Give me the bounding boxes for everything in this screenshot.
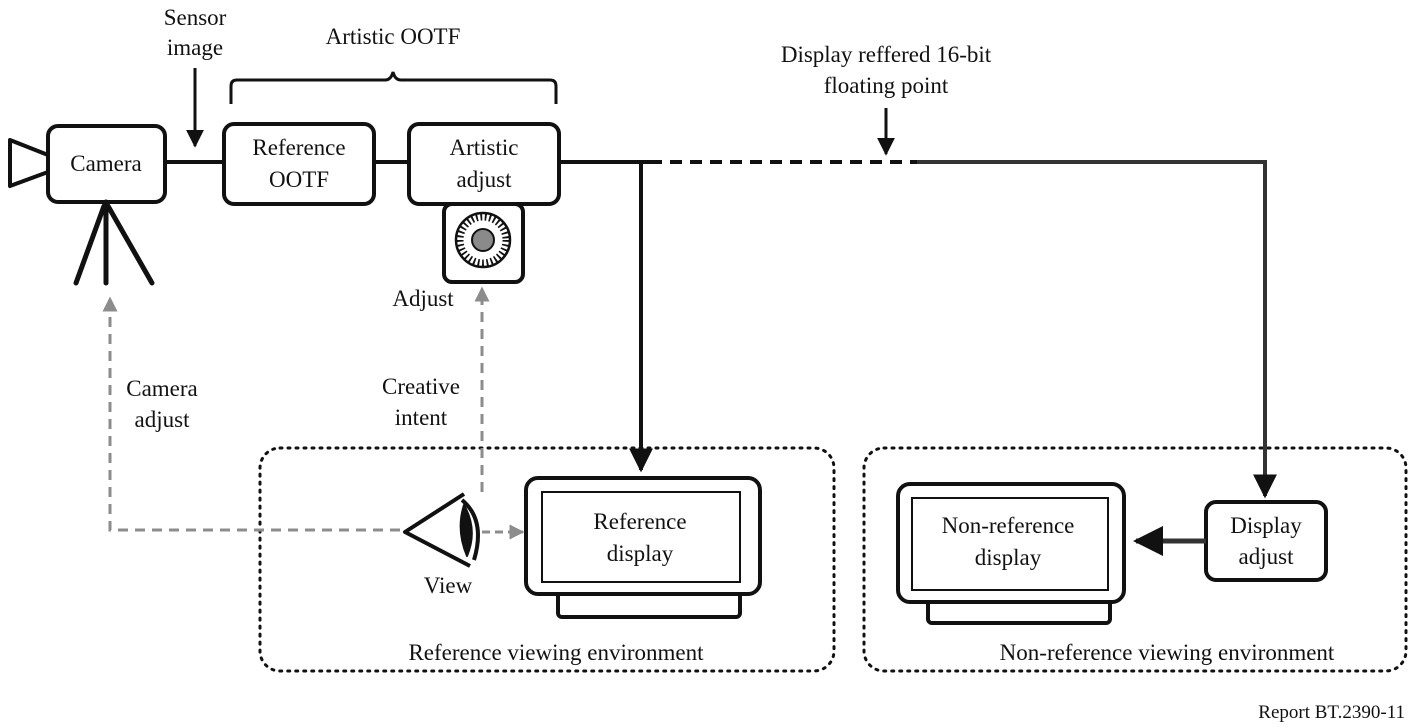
display-referred-label-line1: Display reffered 16-bit — [781, 42, 992, 67]
sensor-image-label-line1: Sensor — [164, 5, 227, 30]
display-referred-label-line2: floating point — [824, 73, 949, 98]
non-reference-environment-boundary — [862, 446, 1408, 673]
reference-display-label-line2: display — [607, 541, 674, 566]
artistic-adjust-label-line2: adjust — [457, 167, 513, 192]
report-id-label: Report BT.2390-11 — [1258, 702, 1405, 723]
display-adjust-label-line1: Display — [1230, 513, 1302, 538]
display-adjust-label-line2: adjust — [1239, 544, 1295, 569]
tripod-icon — [73, 199, 155, 286]
camera-box-label: Camera — [70, 151, 142, 176]
creative-intent-label-line2: intent — [395, 405, 448, 430]
reference-ootf-box: Reference OOTF — [222, 122, 376, 206]
display-adjust-box: Display adjust — [1204, 500, 1328, 582]
sensor-image-label-line2: image — [167, 35, 223, 60]
artistic-ootf-label: Artistic OOTF — [326, 24, 461, 49]
reference-ootf-label-line2: OOTF — [269, 167, 329, 192]
reference-display-monitor: Reference display — [524, 476, 762, 619]
camera-adjust-label-line2: adjust — [135, 407, 191, 432]
artistic-adjust-box: Artistic adjust — [407, 122, 561, 206]
non-reference-environment-label: Non-reference viewing environment — [1000, 640, 1335, 665]
artistic-adjust-label-line1: Artistic — [450, 135, 519, 160]
non-reference-display-monitor: Non-reference display — [896, 482, 1126, 625]
knob-icon — [442, 202, 525, 284]
camera-adjust-feedback-line — [102, 296, 400, 532]
reference-display-label-line1: Reference — [593, 509, 686, 534]
reference-environment-label: Reference viewing environment — [408, 640, 704, 665]
creative-intent-label-line1: Creative — [382, 374, 460, 399]
eye-icon — [403, 492, 480, 568]
camera-adjust-label-line1: Camera — [126, 376, 198, 401]
adjust-label: Adjust — [392, 286, 454, 311]
reference-environment-boundary — [258, 446, 836, 673]
non-reference-display-label-line2: display — [975, 545, 1042, 570]
camera-icon: Camera — [8, 124, 167, 204]
artistic-ootf-brace — [229, 71, 558, 104]
reference-ootf-label-line1: Reference — [252, 135, 345, 160]
non-reference-display-label-line1: Non-reference — [942, 513, 1075, 538]
view-label: View — [424, 573, 473, 598]
